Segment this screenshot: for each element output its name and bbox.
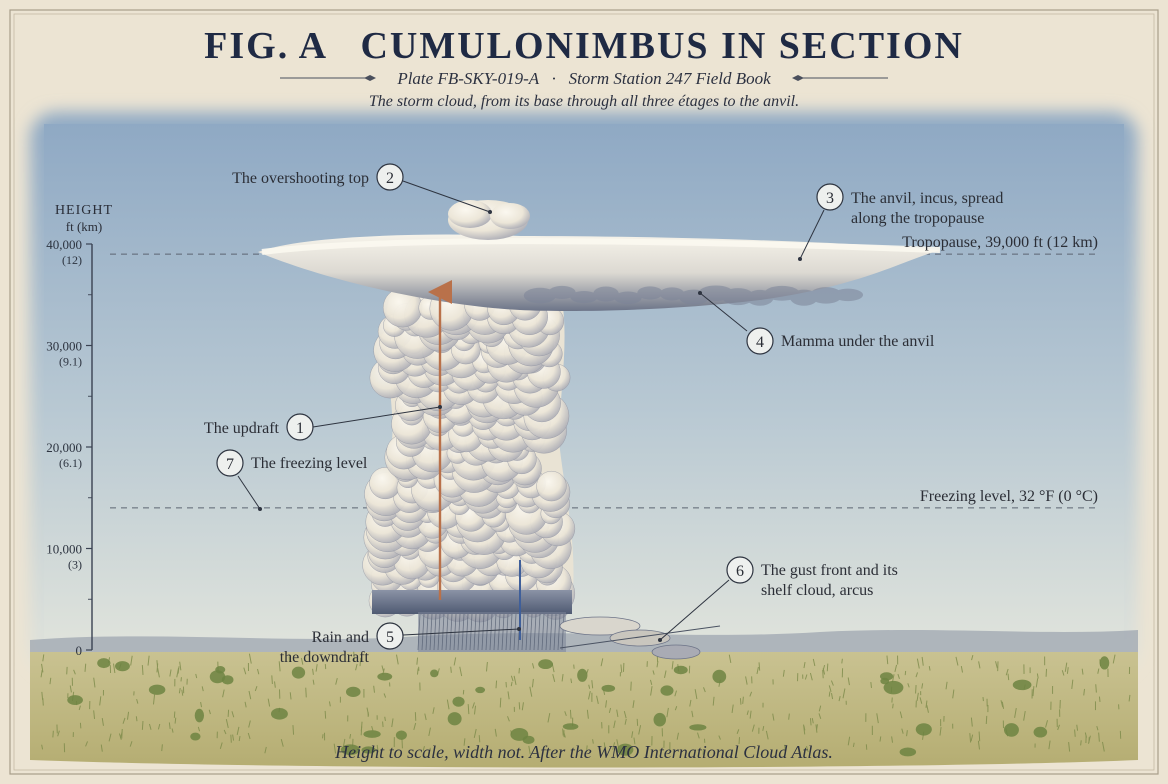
shelf-cloud — [559, 616, 721, 660]
callout-rain-downdraft: Rain and the downdraft 5 — [280, 622, 404, 666]
callout-anvil-label-line1: The anvil, incus, spread — [851, 190, 1003, 207]
axis-tick: 40,000(12) — [46, 237, 92, 267]
callout-rain-label-line1: Rain and — [312, 629, 369, 646]
plate-rule-right-ornament — [792, 75, 804, 81]
axis-tick-ft: 30,000 — [46, 339, 82, 354]
plate-line: Plate FB-SKY-019-A · Storm Station 247 F… — [396, 69, 771, 88]
callout-gust-front-label-line2: shelf cloud, arcus — [761, 582, 873, 599]
callout-gust-front-number: 6 — [736, 563, 744, 580]
cloud-tower — [362, 286, 576, 623]
axis-tick: 0 — [76, 643, 92, 658]
callout-freezing-level-label: The freezing level — [251, 455, 368, 472]
height-axis: 40,000(12) 30,000(9.1) 20,000(6.1) 10,000(3… — [46, 237, 93, 658]
callout-anvil-number: 3 — [826, 190, 834, 207]
figure-title: FIG. A CUMULONIMBUS IN SECTION — [204, 25, 964, 67]
footer-note: Height to scale, width not. After the WM… — [334, 742, 833, 762]
axis-title: HEIGHT — [55, 203, 113, 218]
callout-mamma-number: 4 — [756, 334, 764, 351]
callout-gust-front: 6 The gust front and its shelf cloud, ar… — [726, 556, 898, 599]
overshooting-top — [448, 200, 530, 240]
rain-shaft — [417, 612, 566, 652]
callout-overshooting-top: The overshooting top 2 — [232, 163, 404, 191]
plate-rule-left-ornament — [364, 75, 376, 81]
prairie-ground — [30, 651, 1138, 768]
callout-mamma: 4 Mamma under the anvil — [746, 327, 935, 355]
figure-subtitle: The storm cloud, from its base through a… — [369, 93, 799, 110]
axis-tick-km: (6.1) — [59, 456, 82, 470]
axis-tick-km: (9.1) — [59, 355, 82, 369]
axis-tick: 30,000(9.1) — [46, 339, 92, 369]
leader-dots — [258, 210, 802, 642]
callout-anvil: 3 The anvil, incus, spread along the tro… — [816, 183, 1003, 227]
callout-updraft-number: 1 — [296, 420, 304, 437]
axis-tick: 20,000(6.1) — [46, 440, 92, 470]
callout-rain-number: 5 — [386, 629, 394, 646]
callout-updraft: The updraft 1 — [204, 413, 314, 441]
tropopause-label: Tropopause, 39,000 ft (12 km) — [902, 234, 1098, 251]
callout-overshooting-top-number: 2 — [386, 170, 394, 187]
callout-overshooting-top-label: The overshooting top — [232, 170, 369, 187]
callout-freezing-level: 7 The freezing level — [216, 449, 368, 477]
axis-tick-ft: 40,000 — [46, 237, 82, 252]
callout-rain-label-line2: the downdraft — [280, 649, 370, 666]
axis-tick-km: (12) — [62, 253, 82, 267]
axis-tick-ft: 0 — [76, 643, 83, 658]
axis-unit: ft (km) — [66, 219, 102, 234]
axis-tick: 10,000(3) — [46, 542, 92, 572]
leader-lines — [237, 180, 825, 641]
callout-mamma-label: Mamma under the anvil — [781, 333, 935, 350]
callout-updraft-label: The updraft — [204, 420, 280, 437]
callout-anvil-label-line2: along the tropopause — [851, 210, 984, 227]
freezing-level-label: Freezing level, 32 °F (0 °C) — [920, 488, 1098, 505]
callout-gust-front-label-line1: The gust front and its — [761, 562, 898, 579]
axis-tick-km: (3) — [68, 558, 82, 572]
axis-tick-ft: 10,000 — [46, 542, 82, 557]
axis-tick-ft: 20,000 — [46, 440, 82, 455]
callout-freezing-level-number: 7 — [226, 456, 234, 473]
